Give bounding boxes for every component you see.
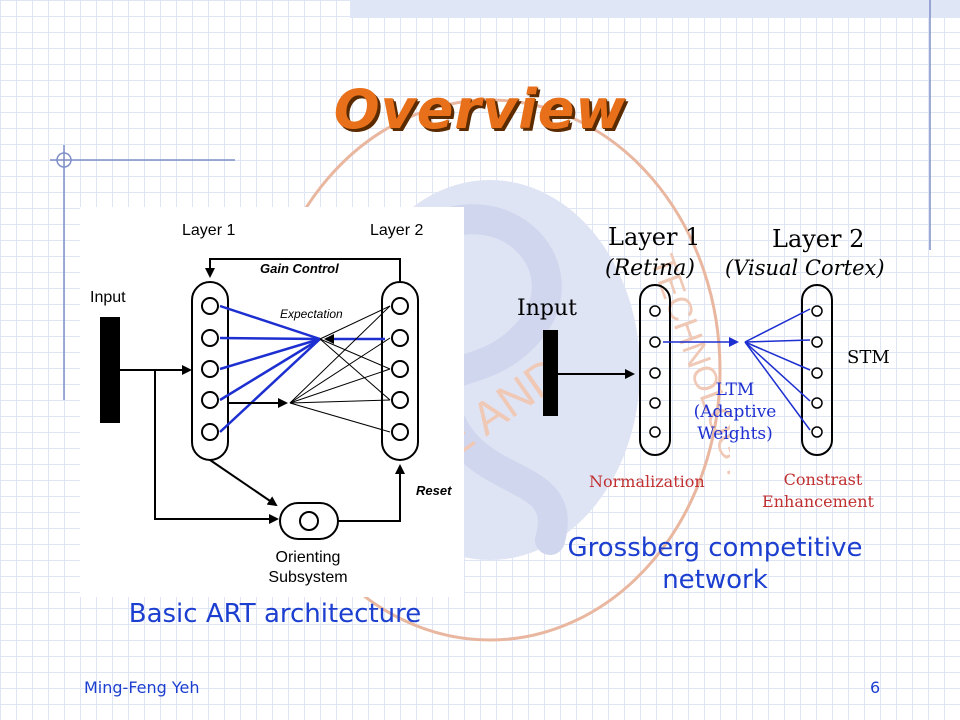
grossberg-blue-fan — [744, 308, 811, 431]
grossberg-contrast-line2: Enhancement — [762, 492, 875, 511]
art-blue-fan — [219, 304, 321, 433]
grossberg-layer1-box — [639, 284, 671, 456]
grossberg-layer1-nodes — [649, 305, 661, 438]
art-reset-path — [338, 464, 405, 522]
grossberg-layer2-box — [801, 284, 833, 456]
art-input-label: Input — [90, 289, 126, 306]
art-layer2-label: Layer 2 — [370, 222, 423, 239]
grossberg-caption-line2: network — [662, 565, 768, 595]
footer-page-number: 6 — [870, 678, 881, 697]
art-orienting-label-line1: Orienting — [276, 549, 341, 566]
art-gain-control-label: Gain Control — [260, 261, 339, 276]
grossberg-normalization-label: Normalization — [589, 472, 705, 491]
art-input-bar — [100, 317, 120, 423]
art-layer1-label: Layer 1 — [182, 222, 235, 239]
art-architecture-diagram: Layer 1 Layer 2 Input Gain Control Expec… — [80, 207, 464, 597]
art-layer1-to-orienting — [209, 459, 278, 507]
grossberg-ltm-line1: LTM — [716, 380, 755, 400]
art-orienting-label-line2: Subsystem — [268, 569, 347, 586]
art-orienting-node — [299, 511, 319, 531]
art-reset-label: Reset — [416, 483, 452, 498]
art-layer2-nodes — [391, 297, 409, 441]
grossberg-caption-line1: Grossberg competitive — [567, 533, 863, 563]
grossberg-layer1-sub: (Retina) — [605, 256, 695, 281]
art-expectation-label: Expectation — [280, 307, 343, 321]
grossberg-stm-label: STM — [847, 347, 890, 368]
grossberg-input-bar — [543, 330, 558, 416]
grossberg-layer2-label: Layer 2 — [772, 225, 864, 253]
top-gradient-bar — [350, 0, 960, 18]
slide-title: Overview — [333, 78, 627, 141]
art-diagram-svg: Layer 1 Layer 2 Input Gain Control Expec… — [90, 222, 452, 586]
art-input-to-orienting — [154, 370, 279, 524]
grossberg-diagram-svg: Layer 1 (Retina) Layer 2 (Visual Cortex)… — [517, 223, 890, 511]
grossberg-ltm-line2: (Adaptive — [694, 402, 777, 422]
grossberg-contrast-line1: Constrast — [784, 470, 863, 489]
art-caption: Basic ART architecture — [128, 599, 422, 629]
grossberg-ltm-line3: Weights) — [697, 424, 773, 444]
grossberg-layer2-sub: (Visual Cortex) — [725, 256, 885, 280]
art-layer1-nodes — [201, 297, 219, 441]
footer-author: Ming-Feng Yeh — [84, 678, 200, 697]
grossberg-layer1-label: Layer 1 — [608, 223, 700, 251]
grossberg-input-label: Input — [517, 296, 577, 321]
grossberg-network-diagram: Layer 1 (Retina) Layer 2 (Visual Cortex)… — [505, 215, 935, 515]
art-black-fan — [289, 305, 391, 433]
grossberg-layer2-nodes — [811, 305, 823, 438]
rule-corner-ring — [56, 152, 72, 168]
art-gain-control-loop — [205, 258, 401, 282]
grossberg-caption: Grossberg competitive network — [545, 532, 885, 596]
